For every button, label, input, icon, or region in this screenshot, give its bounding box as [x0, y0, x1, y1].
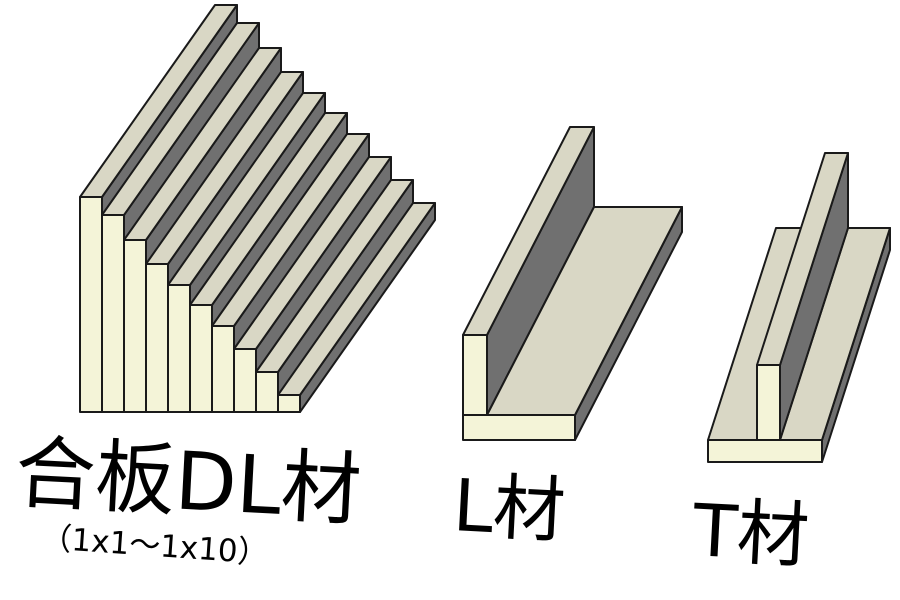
l-base-top-face [486, 206, 683, 416]
dl-step-7-front-face [211, 325, 235, 413]
l-profile-block [462, 126, 683, 441]
t-profile-block [707, 152, 891, 463]
label-l: L材 [451, 463, 567, 553]
dl-step-1-front-face [79, 196, 103, 413]
dl-step-4-front-face [145, 263, 169, 413]
dl-step-5-front-face [167, 284, 191, 413]
dl-step-9-front-face [255, 371, 279, 413]
dl-step-3-front-face [123, 239, 147, 413]
l-base-front-face [462, 414, 576, 441]
l-wall-front-face [462, 334, 488, 416]
dl-step-6-front-face [189, 304, 213, 413]
t-base-front-face [707, 439, 823, 463]
t-stem-front-face [756, 364, 781, 441]
dl-step-10-front-face [277, 394, 301, 413]
dl-step-2-front-face [101, 214, 125, 413]
plywood-dl-stair-block [79, 4, 436, 413]
label-t: T材 [690, 488, 811, 578]
label-dl: 合板DL材 [13, 426, 364, 537]
dl-step-8-front-face [233, 348, 257, 413]
